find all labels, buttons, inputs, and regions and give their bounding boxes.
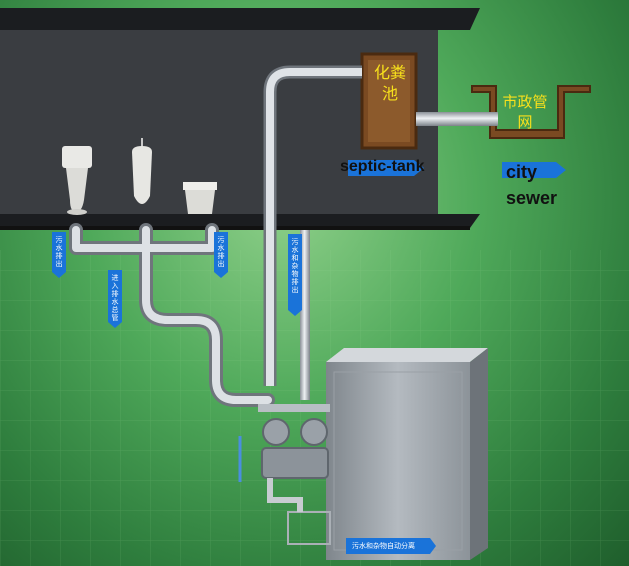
city-sewer-pit xyxy=(471,85,591,139)
tag-discharge-left: 污水排出 xyxy=(55,236,63,268)
septic-tank-pit xyxy=(360,52,418,150)
pump-assembly xyxy=(258,404,331,545)
tag-separation: 污水和杂物自动分离 xyxy=(352,542,415,550)
label-tags xyxy=(52,160,566,554)
vent-pipe xyxy=(300,230,310,400)
tag-discharge-right: 污水排出 xyxy=(217,236,225,268)
washbasin-icon xyxy=(183,182,217,214)
septic-tank-label-en: septic-tank xyxy=(340,158,425,175)
drain-pipes xyxy=(69,223,275,407)
tag-inlet: 进入排水总管 xyxy=(111,274,119,322)
lifting-station-box xyxy=(326,348,488,560)
city-label-en: city xyxy=(506,162,538,182)
urinal-icon xyxy=(132,138,152,204)
riser-pipe xyxy=(263,65,362,386)
toilet-icon xyxy=(62,146,92,215)
tag-waste-discharge: 污水和杂物排出 xyxy=(291,238,299,294)
sewer-label-en: sewer xyxy=(506,188,558,208)
city-sewer-label-cn: 市政管网 xyxy=(502,93,548,131)
septic-to-sewer-pipe xyxy=(416,112,498,126)
septic-tank-label-cn: 化粪池 xyxy=(373,63,406,103)
